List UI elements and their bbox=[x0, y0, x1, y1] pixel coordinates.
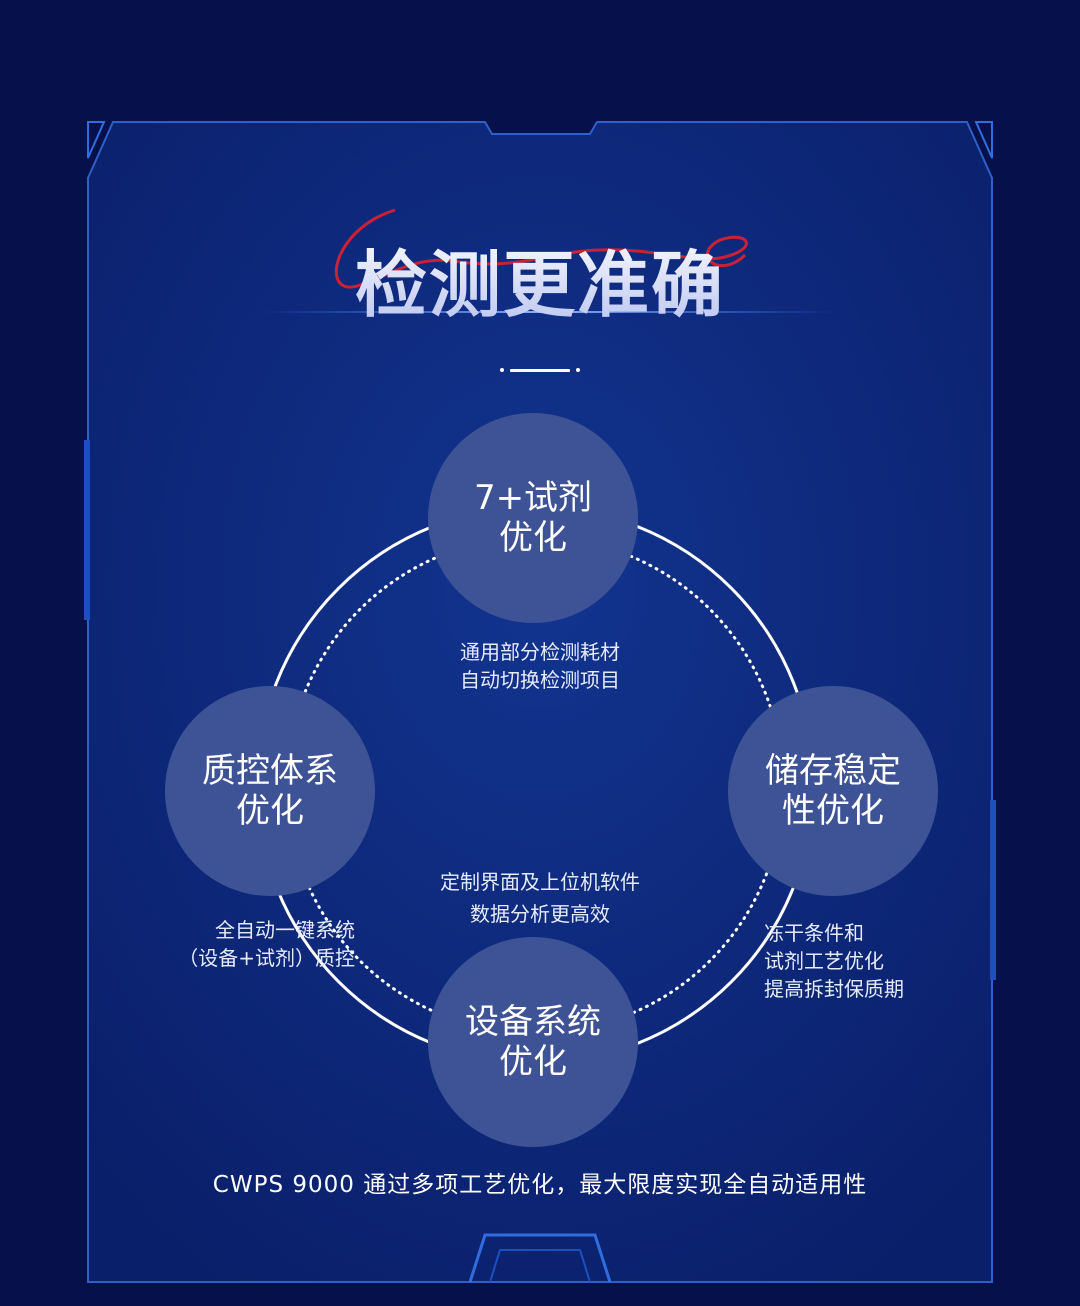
corner-accent-right bbox=[974, 121, 993, 159]
desc-left: 全自动一键系统（设备+试剂）质控 bbox=[178, 918, 355, 970]
corner-accent-left bbox=[87, 121, 106, 159]
panel bbox=[87, 121, 993, 1283]
node-device-system: 设备系统优化 bbox=[428, 937, 638, 1147]
desc-right: 冻干条件和试剂工艺优化提高拆封保质期 bbox=[764, 921, 904, 1001]
node-storage-stability: 储存稳定性优化 bbox=[728, 686, 938, 896]
footer-text: CWPS 9000 通过多项工艺优化，最大限度实现全自动适用性 bbox=[212, 1172, 868, 1198]
desc-top: 通用部分检测耗材自动切换检测项目 bbox=[460, 640, 620, 692]
desc-center: 定制界面及上位机软件数据分析更高效 bbox=[440, 870, 640, 926]
page-title: 检测更准确 bbox=[0, 226, 1080, 331]
title-scribble bbox=[335, 208, 748, 289]
bottom-notch bbox=[468, 1233, 612, 1283]
node-quality-control: 质控体系优化 bbox=[165, 686, 375, 896]
node-reagent: 7+试剂优化 bbox=[428, 413, 638, 623]
